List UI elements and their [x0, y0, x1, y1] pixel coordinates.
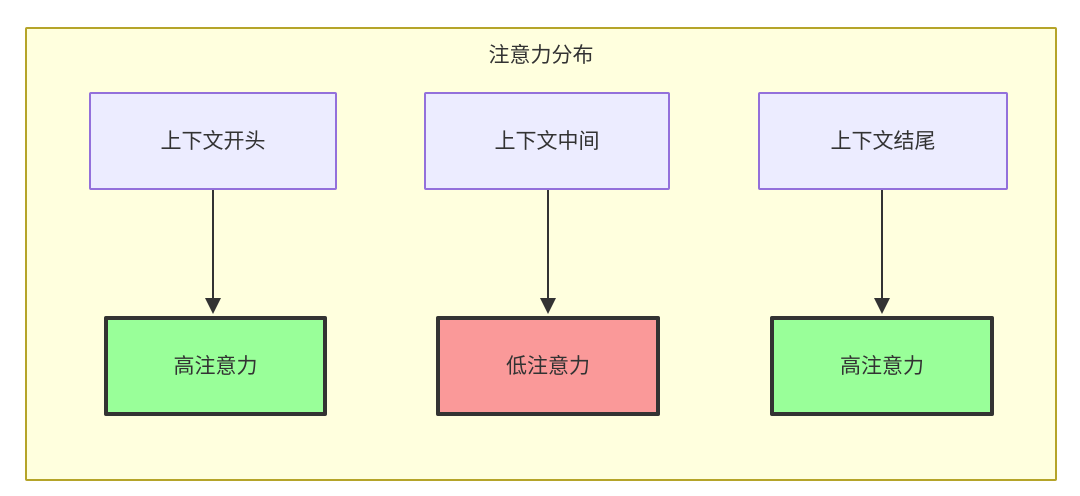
- node-attention-end[interactable]: 高注意力: [770, 316, 994, 416]
- node-context-middle[interactable]: 上下文中间: [424, 92, 670, 190]
- diagram-title: 注意力分布: [488, 44, 594, 67]
- node-attention-middle[interactable]: 低注意力: [436, 316, 660, 416]
- node-context-start[interactable]: 上下文开头: [89, 92, 337, 190]
- node-context-end[interactable]: 上下文结尾: [758, 92, 1008, 190]
- node-attention-start[interactable]: 高注意力: [104, 316, 327, 416]
